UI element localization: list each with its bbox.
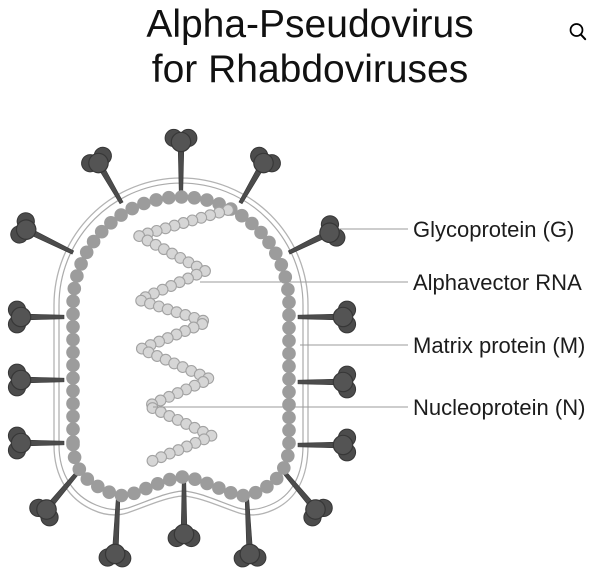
title-line1: Alpha-Pseudovirus bbox=[146, 3, 474, 46]
title-line2: for Rhabdoviruses bbox=[151, 48, 469, 91]
viral-envelope-inner-line bbox=[58, 182, 304, 511]
matrix-protein-layer bbox=[66, 190, 296, 503]
label-nucleoprotein: Nucleoprotein (N) bbox=[413, 395, 586, 420]
rna-nucleoprotein-coil bbox=[133, 204, 234, 467]
page-title: Alpha-Pseudovirus for Rhabdoviruses bbox=[10, 2, 610, 92]
glycoprotein-spikes bbox=[7, 128, 357, 568]
search-icon[interactable] bbox=[566, 20, 590, 44]
label-alphavector-rna: Alphavector RNA bbox=[413, 270, 582, 295]
leader-lines bbox=[153, 228, 408, 408]
virion-interior bbox=[59, 183, 303, 510]
label-glycoprotein: Glycoprotein (G) bbox=[413, 217, 575, 242]
label-matrix-protein: Matrix protein (M) bbox=[413, 333, 586, 358]
